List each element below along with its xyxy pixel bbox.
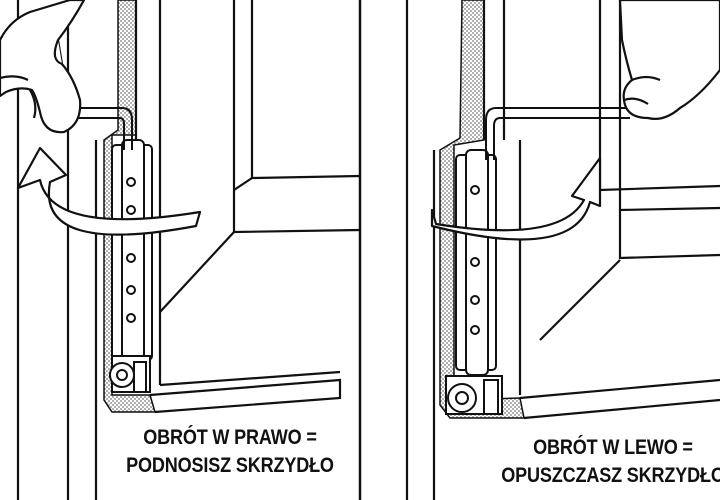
allen-key-icon: [485, 107, 630, 160]
right-panel: [405, 0, 720, 500]
hand-icon: [618, 0, 720, 120]
caption-rotate-left: OBRÓT W LEWO = OPUSZCZASZ SKRZYDŁO: [488, 434, 720, 490]
window-frame: [405, 0, 436, 500]
caption-line-2: OPUSZCZASZ SKRZYDŁO: [501, 464, 720, 487]
left-panel: [0, 0, 361, 500]
caption-line-1: OBRÓT W LEWO =: [533, 436, 693, 459]
door-hinge-icon: [445, 149, 503, 415]
window-sash: [134, 0, 361, 414]
window-sash: [482, 0, 720, 420]
door-hinge-icon: [109, 139, 153, 393]
clockwise-arrow-icon: [16, 146, 202, 236]
caption-rotate-right: OBRÓT W PRAWO = PODNOSISZ SKRZYDŁO: [110, 424, 351, 480]
caption-line-2: PODNOSISZ SKRZYDŁO: [126, 454, 334, 477]
caption-line-1: OBRÓT W PRAWO =: [143, 426, 317, 449]
hand-icon: [0, 0, 86, 134]
counterclockwise-arrow-icon: [430, 156, 602, 241]
allen-key-icon: [60, 107, 133, 150]
